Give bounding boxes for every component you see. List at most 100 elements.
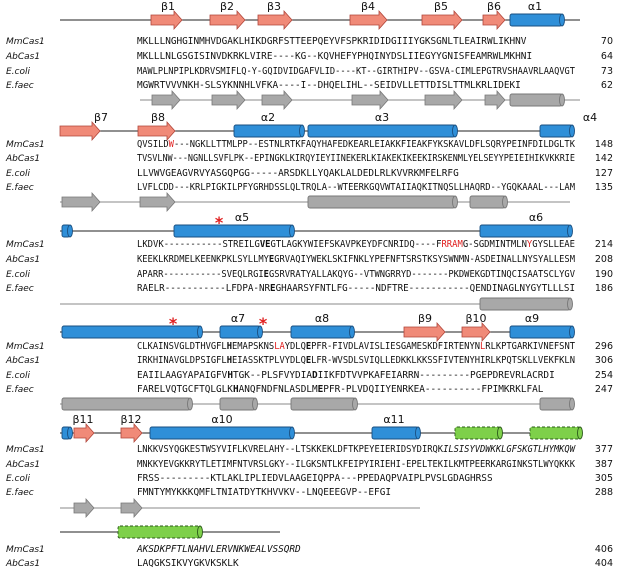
structure-label: β5 [434,0,448,13]
species-label: E.faec [6,81,34,91]
alpha-helix-cylinder-cap [299,124,305,138]
beta-strand-arrow [461,321,491,343]
species-label: MmCas1 [6,37,45,47]
beta-strand-arrow [120,422,143,444]
residue-number: 404 [595,558,613,569]
species-label: E.coli [6,474,31,484]
alpha-helix-cylinder [219,325,261,339]
structure-label: α11 [383,413,404,426]
sequence-segment: LAQGKSIKVYGKVKSKLK [137,558,239,569]
sequence-line: MKLLLNGHGINMHVDGAKLHIKDGRFSTTEEPQEYVFSPK… [137,36,527,47]
structure-label: β2 [220,0,234,13]
sequence-segment: E [270,283,276,294]
sequence-line: QVSILDW---NGKLLTTMLPP--ESTNLRTKFAQYHAFED… [137,139,575,150]
sequence-line: LKDVK-----------STREILGVEGTLAGKYWIEFSKAV… [137,239,575,250]
structure-label: β11 [72,413,93,426]
sequence-segment: E [306,355,312,366]
sequence-segment: MAWLPLNPIPLKDRVSMIFLQ-Y-GQIDVIDGAFVLID--… [137,66,575,77]
sequence-segment: PFR-PLVDQIIYENRKEA----------FPIMKRKLFAL [323,384,543,395]
sequence-segment: ---NGKLLTTMLPP--ESTNLRTKFAQYHAFEDKEARLEI… [174,139,575,150]
species-label: MmCas1 [6,445,45,455]
reference-helix-cylinder [219,397,256,411]
sequence-segment: VE [260,239,271,250]
residue-number: 247 [595,384,613,395]
reference-strand-arrow [351,89,389,111]
residue-number: 148 [595,139,613,150]
sequence-segment: LVFLCDD---KRLPIGKILPFYGRHDSSLQLTRQLA--WT… [137,182,575,193]
reference-strand-arrow [139,191,176,213]
sequence-line: LNKKVSYQGKESTWSYVIFLKVRELAHY--LTSKKEKLDF… [137,444,576,455]
sequence-segment: LKDVK-----------STREILG [137,239,260,250]
sequence-segment: FRSS---------KTLAKLIPLIEDVLAAGEIQPPA---P… [137,473,493,484]
alpha-helix-cylinder-cap [257,325,263,339]
species-label: E.coli [6,67,31,77]
sequence-segment: MKLLLNLGSGISINVDKRKLVIRE----KG--KQVHEFYP… [137,51,532,62]
reference-helix-cylinder-cap [559,93,565,107]
sequence-segment: E [306,341,312,352]
alpha-helix-cylinder [307,124,456,138]
species-label: AbCas1 [5,255,40,265]
alpha-helix-cylinder-cap [567,224,573,238]
reference-helix-cylinder [290,397,356,411]
catalytic-star: * [259,314,268,333]
disordered-helix [529,426,581,440]
structure-label: β7 [94,111,108,124]
species-label: E.faec [6,284,34,294]
sequence-line: APARR-----------SVEQLRGIEGSRVRATYALLAKQY… [137,269,575,280]
residue-number: 406 [595,544,613,555]
alpha-helix-cylinder [539,124,573,138]
sequence-line: MAWLPLNPIPLKDRVSMIFLQ-Y-GQIDVIDGAFVLID--… [137,66,575,77]
structure-label: β4 [361,0,375,13]
structure-label: α5 [235,211,249,224]
residue-number: 73 [601,66,613,77]
residue-number: 305 [595,473,613,484]
residue-number: 377 [595,444,613,455]
beta-strand-arrow [73,422,95,444]
alpha-helix-cylinder [509,325,573,339]
species-label: E.coli [6,270,31,280]
sequence-segment: EMAPSKNS [232,341,275,352]
sequence-line: IRKHINAVGLDPSIGFLHEIASSKTPLVYDLQELFR-WVS… [137,355,575,366]
sequence-line: FRSS---------KTLAKLIPLIEDVLAAGEIQPPA---P… [137,473,493,484]
sequence-segment: LA [274,341,285,352]
sequence-line: LAQGKSIKVYGKVKSKLK [137,558,239,569]
reference-strand-arrow [261,89,293,111]
structure-label: α2 [261,111,275,124]
sequence-segment: QVSILD [137,139,169,150]
sequence-segment: H [233,384,239,395]
structure-label: β3 [267,0,281,13]
sequence-segment: TGK--PLSFVYDIA [233,370,312,381]
sequence-segment: GYSLLEAE [532,239,575,250]
structure-label: β8 [151,111,165,124]
residue-number: 387 [595,459,613,470]
beta-strand-arrow [257,9,293,31]
sequence-segment: RLKPTGARKIVNEFSNT [485,341,575,352]
sequence-segment: GTLAGKYWIEFSKAVPKEYDFCNRIDQ----F [271,239,442,250]
disordered-helix-cap [577,426,583,440]
structure-label: α4 [583,111,597,124]
sequence-line: AKSDKPFTLNAHVLERVNKWEALVSSQRD [136,544,301,555]
sequence-segment: IRKHINAVGLDPSIGFL [137,355,227,366]
sequence-segment: E [269,254,275,265]
structure-label: α9 [525,312,539,325]
reference-strand-arrow [61,191,101,213]
species-label: AbCas1 [5,154,40,164]
beta-strand-arrow [349,9,388,31]
alpha-helix-cylinder-cap [452,124,458,138]
beta-strand-arrow [150,9,183,31]
residue-number: 306 [595,355,613,366]
sequence-segment: D [312,370,318,381]
species-label: E.faec [6,385,34,395]
residue-number: 62 [601,80,613,91]
species-label: E.faec [6,183,34,193]
beta-strand-arrow [482,9,506,31]
alpha-helix-cylinder [149,426,293,440]
structure-label: α1 [528,0,542,13]
species-label: AbCas1 [5,356,40,366]
sequence-segment: IIKFDTVVPKAFEIARRN---------PGEPDREVRLACR… [318,370,555,381]
species-label: MmCas1 [6,240,45,250]
reference-strand-arrow [211,89,246,111]
